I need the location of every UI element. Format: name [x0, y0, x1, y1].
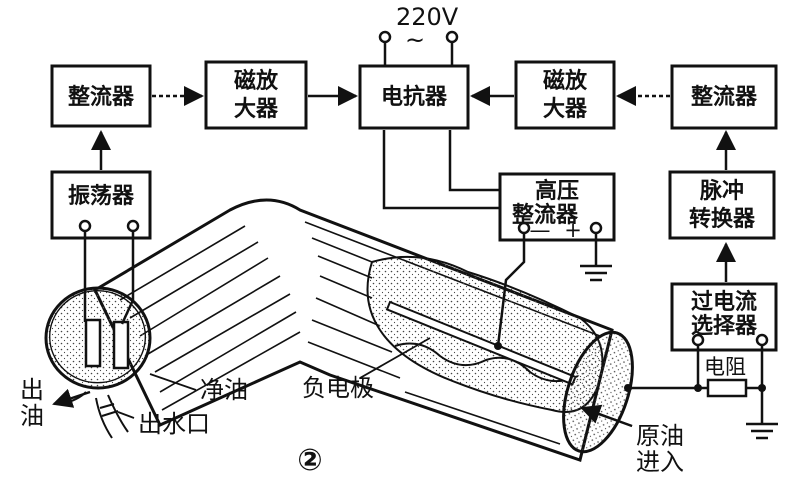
figure-number: ②	[297, 443, 322, 478]
pulse-converter-line1: 脉冲	[699, 179, 744, 204]
ground-symbol-hv	[580, 233, 612, 282]
electrode-contact	[494, 342, 502, 350]
supply-terminals	[378, 30, 459, 68]
raw-oil-label-1: 原油	[636, 422, 684, 450]
overcurrent-line2: 选择器	[691, 313, 758, 339]
pulse-converter-line2: 转换器	[689, 206, 756, 232]
dehydrator-pipe	[44, 198, 634, 462]
block-oscillator: 振荡器	[50, 170, 152, 240]
water-outlet-label: 出水口	[138, 410, 210, 438]
hv-rectifier-line1: 高压	[535, 178, 579, 204]
clean-oil-label: 净油	[200, 376, 248, 404]
block-rectifier-right: 整流器	[670, 64, 778, 130]
supply-voltage-label: 220V	[396, 3, 459, 31]
block-rectifier-left: 整流器	[50, 64, 152, 128]
reactor-to-hv-wires	[382, 130, 500, 210]
raw-oil-in-arrow	[580, 404, 633, 428]
hv-minus-label: —	[530, 218, 551, 242]
mag-amp-left-line1: 磁放	[234, 68, 279, 94]
oil-out-label-2: 油	[20, 402, 44, 430]
mag-amp-left-line2: 大器	[234, 97, 279, 122]
oscillator-leads	[83, 231, 135, 325]
resistor-label: 电阻	[704, 355, 746, 379]
ac-symbol: ~	[405, 26, 425, 54]
block-pulse-converter: 脉冲 转换器	[668, 170, 776, 240]
overcurrent-line1: 过电流	[691, 289, 757, 315]
hv-plus-label: +	[564, 218, 582, 242]
reactor-label: 电抗器	[381, 84, 448, 110]
block-hv-rectifier: 高压 整流器 — +	[498, 172, 616, 242]
block-overcurrent-selector: 过电流 选择器	[670, 282, 778, 352]
block-reactor: 电抗器	[358, 64, 470, 130]
mag-amp-right-line1: 磁放	[543, 68, 588, 94]
rectifier-right-label: 整流器	[691, 84, 758, 110]
rectifier-left-label: 整流器	[68, 84, 135, 110]
oil-out-arrow	[52, 388, 91, 408]
mag-amp-right-line2: 大器	[543, 97, 588, 122]
pipe-terminal	[624, 384, 632, 392]
raw-oil-label-2: 进入	[636, 448, 684, 476]
negative-electrode-label: 负电极	[302, 374, 374, 402]
block-mag-amp-right: 磁放 大器	[514, 60, 616, 130]
hv-minus-lead	[496, 233, 526, 347]
oscillator-label: 振荡器	[68, 183, 135, 209]
resistor-node-right	[758, 384, 766, 392]
oil-out-label-1: 出	[20, 376, 44, 404]
block-mag-amp-left: 磁放 大器	[204, 60, 308, 130]
resistor-node-left	[694, 384, 702, 392]
